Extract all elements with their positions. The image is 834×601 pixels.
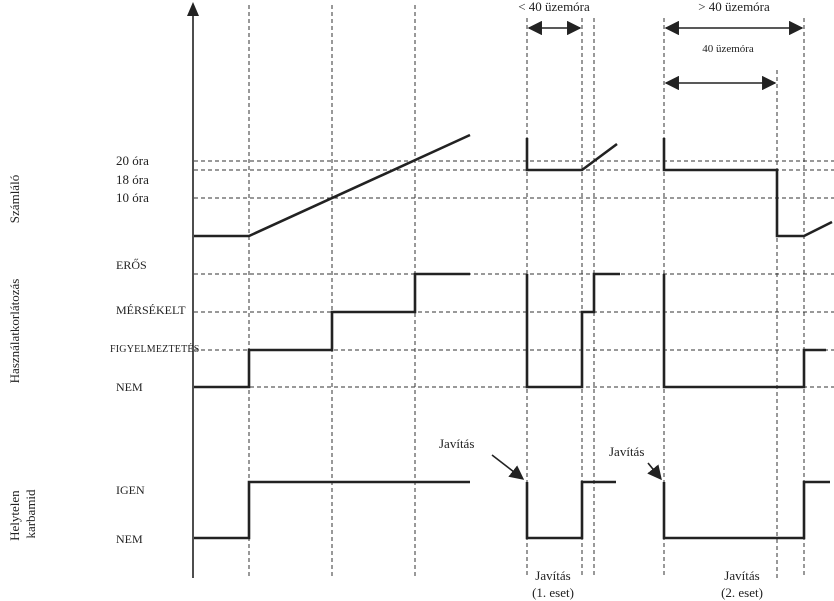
repair-callout-arrow-2 bbox=[647, 462, 662, 481]
level-label-warning: FIGYELMEZTETÉS bbox=[110, 343, 199, 355]
repair-case-1-title: Javítás bbox=[535, 568, 570, 583]
repair-callout-arrow-1 bbox=[491, 454, 525, 480]
restriction-level-labels: ERŐS MÉRSÉKELT FIGYELMEZTETÉS NEM bbox=[110, 258, 199, 394]
restriction-trace-case-2 bbox=[662, 274, 826, 389]
section-labels: Számláló Használatkorlátozás Helytelen k… bbox=[7, 175, 38, 541]
counter-signal bbox=[194, 133, 833, 238]
level-label-10h: 10 óra bbox=[116, 190, 149, 205]
section-label-urea: Helytelen karbamid bbox=[7, 487, 38, 541]
urea-trace-case-2 bbox=[662, 480, 830, 540]
restriction-trace-case-1 bbox=[525, 272, 620, 389]
level-label-restriction-none: NEM bbox=[116, 380, 143, 394]
section-label-counter: Számláló bbox=[7, 175, 22, 223]
section-label-restriction: Használatkorlátozás bbox=[7, 279, 22, 384]
interval-annotations: < 40 üzemóra > 40 üzemóra 40 üzemóra bbox=[518, 0, 804, 91]
level-label-urea-none: NEM bbox=[116, 532, 143, 546]
counter-trace-case-1 bbox=[525, 138, 618, 172]
level-label-20h: 20 óra bbox=[116, 153, 149, 168]
level-label-strong: ERŐS bbox=[116, 258, 147, 272]
counter-trace-main bbox=[194, 133, 471, 238]
counter-level-labels: 20 óra 18 óra 10 óra bbox=[116, 153, 149, 205]
repair-callout-1: Javítás bbox=[439, 436, 474, 451]
level-label-yes: IGEN bbox=[116, 483, 145, 497]
section-label-urea-line-2: karbamid bbox=[23, 489, 38, 539]
repair-case-1-sub: (1. eset) bbox=[532, 585, 574, 600]
section-label-urea-line-1: Helytelen bbox=[7, 490, 22, 541]
axis bbox=[187, 2, 199, 578]
repair-case-2-sub: (2. eset) bbox=[721, 585, 763, 600]
repair-case-labels: Javítás (1. eset) Javítás (2. eset) bbox=[532, 568, 763, 600]
level-label-moderate: MÉRSÉKELT bbox=[116, 303, 186, 317]
repair-case-2-title: Javítás bbox=[724, 568, 759, 583]
interval-label-less-40: < 40 üzemóra bbox=[518, 0, 590, 14]
urea-signal bbox=[194, 480, 830, 540]
repair-callout-2: Javítás bbox=[609, 444, 644, 459]
urea-trace-case-1 bbox=[525, 480, 616, 540]
restriction-trace-main bbox=[194, 272, 470, 389]
repair-callouts: Javítás Javítás bbox=[439, 436, 662, 481]
urea-trace-main bbox=[194, 480, 470, 540]
level-label-18h: 18 óra bbox=[116, 172, 149, 187]
counter-trace-case-2 bbox=[662, 138, 833, 238]
urea-level-labels: IGEN NEM bbox=[116, 483, 145, 546]
interval-label-exactly-40: 40 üzemóra bbox=[702, 43, 754, 55]
reference-lines bbox=[194, 160, 834, 388]
restriction-signal bbox=[194, 272, 826, 389]
axis-arrowhead bbox=[187, 2, 199, 16]
interval-label-more-40: > 40 üzemóra bbox=[698, 0, 770, 14]
